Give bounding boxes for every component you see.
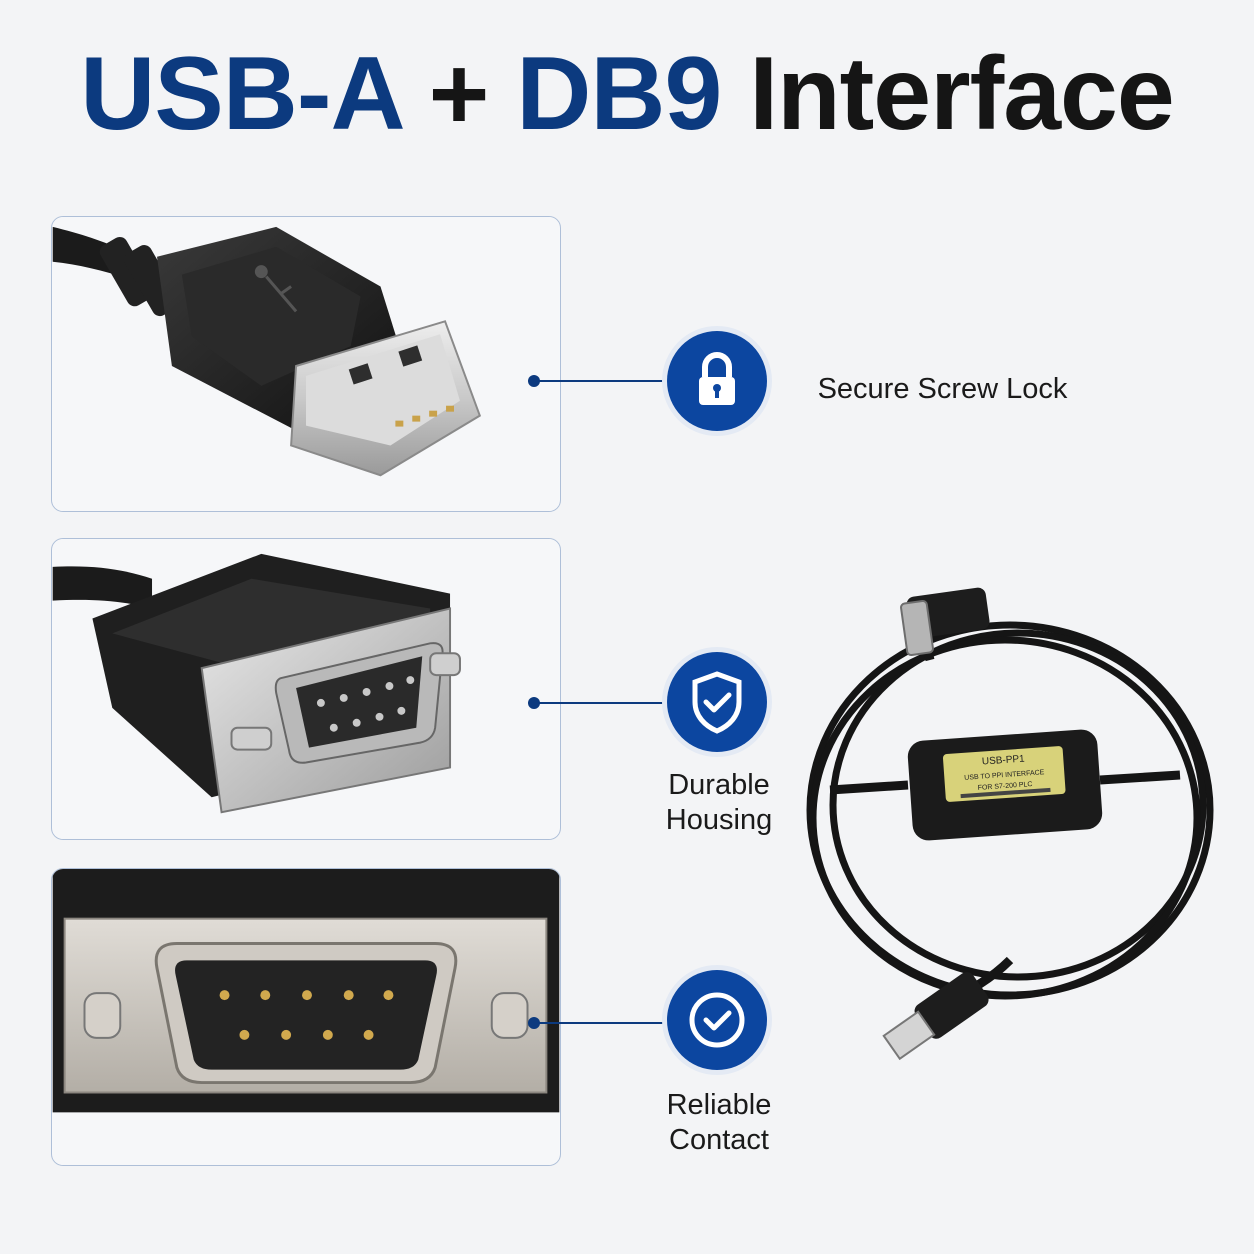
- db9-pins-image: [52, 869, 560, 1165]
- padlock-icon: [667, 331, 767, 431]
- page-title: USB-A + DB9 Interface: [0, 42, 1254, 146]
- shield-check-icon: [667, 652, 767, 752]
- title-db9: DB9: [516, 36, 722, 152]
- check-circle-icon: [667, 970, 767, 1070]
- callout-line-1: [534, 380, 670, 382]
- title-interface: Interface: [749, 36, 1175, 152]
- adapter-desc-2: FOR S7-200 PLC: [977, 781, 1032, 792]
- db9-plug-top: [900, 587, 990, 657]
- callout-line-3: [534, 1022, 670, 1024]
- feature-label-durable-housing: Durable Housing: [665, 769, 773, 836]
- adapter-label: [942, 746, 1066, 802]
- title-plus: +: [428, 36, 490, 152]
- usb-connector-panel: [51, 216, 561, 512]
- feature-label-reliable-contact: Reliable Contact: [666, 1089, 772, 1156]
- product-cable-image: USB-PP1 USB TO PPI INTERFACE FOR S7-200 …: [800, 580, 1230, 1070]
- db9-front-panel: [51, 868, 561, 1166]
- title-usb-a: USB-A: [80, 36, 401, 152]
- usb-a-connector-image: [52, 217, 560, 511]
- db9-connector-image: [52, 539, 560, 839]
- callout-line-2: [534, 702, 670, 704]
- db9-angle-panel: [51, 538, 561, 840]
- adapter-model: USB-PP1: [982, 754, 1026, 768]
- feature-label-secure-screw-lock: Secure Screw Lock: [817, 373, 1068, 405]
